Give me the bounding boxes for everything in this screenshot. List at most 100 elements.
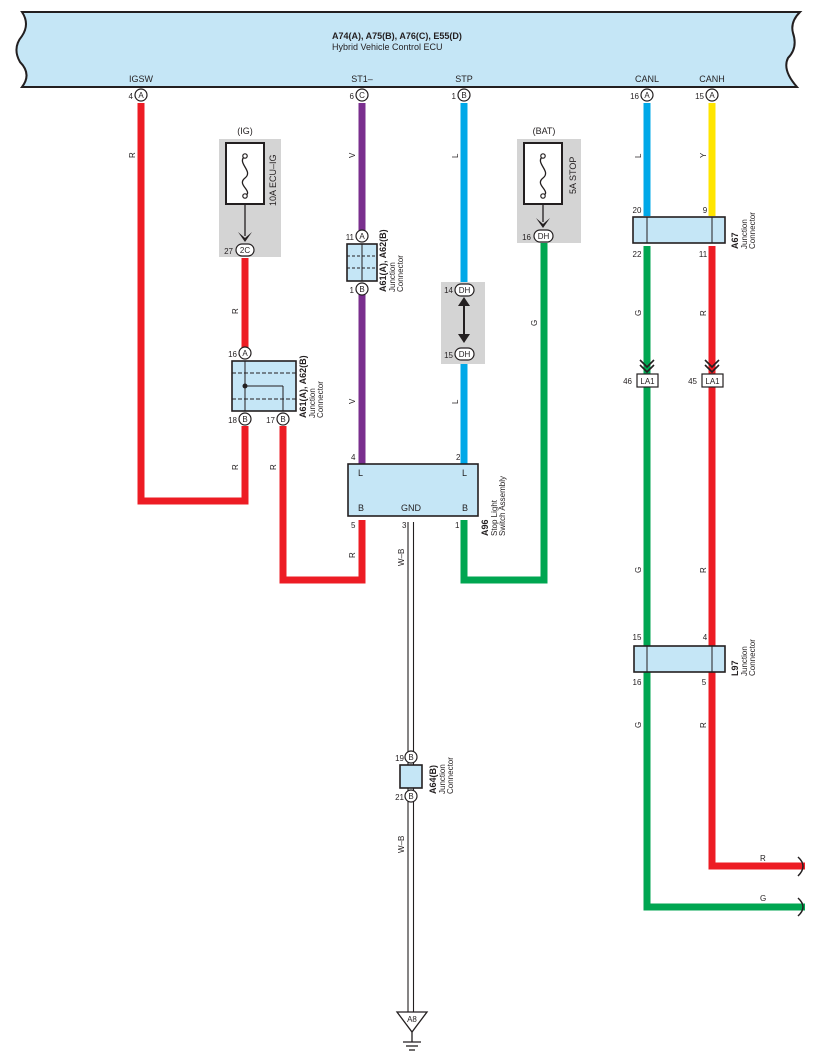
fuse-bat-label: 5A STOP — [568, 157, 578, 194]
svg-text:A96: A96 — [480, 519, 490, 536]
svg-text:Connector: Connector — [748, 212, 757, 249]
svg-text:2C: 2C — [240, 246, 250, 255]
wire-label-canl-green-3: G — [634, 722, 643, 728]
svg-text:A8: A8 — [407, 1015, 417, 1024]
svg-text:6: 6 — [350, 92, 355, 101]
junction-connector-a61-mid: 16 A 18 B 17 B A61(A), A62(B) Junction C… — [228, 346, 325, 426]
svg-text:GND: GND — [401, 503, 422, 513]
junction-connector-a64: 19 B 21 B A64(B) Junction Connector — [395, 750, 455, 803]
svg-text:Junction: Junction — [438, 764, 447, 794]
svg-text:STP: STP — [455, 74, 473, 84]
wire-a61-right — [279, 426, 366, 584]
svg-text:Switch Assembly: Switch Assembly — [498, 476, 507, 536]
wire-label-canh: Y — [699, 152, 708, 158]
svg-text:DH: DH — [459, 286, 471, 295]
svg-text:A67: A67 — [730, 232, 740, 249]
svg-text:A: A — [138, 91, 144, 100]
svg-text:Connector: Connector — [748, 639, 757, 676]
svg-text:22: 22 — [633, 250, 642, 259]
svg-text:Connector: Connector — [316, 381, 325, 418]
wire-label-canl: L — [634, 153, 643, 158]
wire-label-a61-to-switch: R — [348, 552, 357, 558]
svg-text:B: B — [280, 415, 285, 424]
svg-text:B: B — [461, 91, 466, 100]
fuse-ig-source: (IG) — [237, 126, 253, 136]
wire-label-canh-red-3: R — [699, 722, 708, 728]
svg-text:1: 1 — [452, 92, 457, 101]
svg-text:15: 15 — [444, 351, 453, 360]
svg-text:L97: L97 — [730, 660, 740, 676]
wire-label-gnd-2: W–B — [397, 836, 406, 853]
svg-text:16: 16 — [522, 233, 531, 242]
svg-text:Junction: Junction — [740, 219, 749, 249]
wire-igsw — [137, 103, 249, 505]
svg-text:A64(B): A64(B) — [428, 765, 438, 794]
ecu-connector-codes: A74(A), A75(B), A76(C), E55(D) — [332, 31, 462, 41]
junction-connector-a67: 20 9 22 11 A67 Junction Connector — [632, 206, 757, 259]
svg-text:A: A — [644, 91, 650, 100]
fuse-bat-arrow-icon — [536, 218, 550, 228]
svg-text:Connector: Connector — [396, 255, 405, 292]
svg-text:B: B — [462, 503, 468, 513]
fuse-icon — [523, 142, 563, 205]
svg-text:LA1: LA1 — [640, 377, 655, 386]
connector-la1-canl: 46 LA1 — [623, 359, 659, 388]
svg-text:4: 4 — [351, 453, 356, 462]
chevron-down-icon — [639, 359, 655, 374]
svg-text:4: 4 — [703, 633, 708, 642]
fuse-ig-label: 10A ECU–IG — [268, 154, 278, 206]
svg-text:Junction: Junction — [388, 262, 397, 292]
svg-text:Stop Light: Stop Light — [490, 499, 499, 536]
svg-text:A61(A), A62(B): A61(A), A62(B) — [378, 229, 388, 292]
svg-text:14: 14 — [444, 286, 453, 295]
svg-text:CANH: CANH — [699, 74, 725, 84]
svg-text:B: B — [408, 792, 413, 801]
wires — [137, 103, 805, 911]
svg-text:DH: DH — [459, 350, 471, 359]
ground-a8: A8 — [395, 1011, 429, 1051]
wire-label-exit-g: G — [760, 894, 766, 903]
ecu-name: Hybrid Vehicle Control ECU — [332, 42, 443, 52]
wire-label-ig-out: R — [231, 308, 240, 314]
svg-text:B: B — [242, 415, 247, 424]
fuse-stop: (BAT) 5A STOP 16 DH — [517, 126, 581, 243]
svg-text:11: 11 — [699, 250, 708, 259]
svg-text:L: L — [462, 468, 467, 478]
wire-end-hook-r — [797, 856, 804, 877]
svg-text:5: 5 — [351, 521, 356, 530]
svg-text:15: 15 — [695, 92, 704, 101]
stop-light-switch-a96: 4 2 L L B GND B 5 3 1 A96 Stop Light Swi… — [347, 453, 507, 536]
connector-la1-canh: 45 LA1 — [688, 359, 724, 388]
junction-connector-l97: 15 4 16 5 L97 Junction Connector — [633, 633, 757, 687]
wire-label-a61-right: R — [269, 464, 278, 470]
svg-text:Junction: Junction — [740, 646, 749, 676]
ground-triangle-icon — [395, 1011, 429, 1034]
svg-text:2: 2 — [456, 453, 461, 462]
splice-dh: 14 DH 15 DH — [441, 282, 485, 364]
ecu-terminal-stp: STP 1 B — [452, 74, 473, 102]
ground-icon — [403, 1041, 421, 1051]
fuse-ecu-ig: (IG) 10A ECU–IG 27 2C — [219, 126, 281, 257]
svg-text:20: 20 — [633, 206, 642, 215]
svg-text:A: A — [709, 91, 715, 100]
svg-text:21: 21 — [395, 793, 404, 802]
wire-canl-green — [643, 246, 805, 911]
svg-text:IGSW: IGSW — [129, 74, 154, 84]
svg-text:16: 16 — [630, 92, 639, 101]
svg-text:1: 1 — [350, 286, 355, 295]
svg-text:C: C — [359, 91, 365, 100]
wire-label-stp: L — [451, 153, 460, 158]
svg-text:45: 45 — [688, 377, 697, 386]
ecu-terminal-canl: CANL 16 A — [630, 74, 659, 102]
svg-text:B: B — [408, 753, 413, 762]
svg-text:16: 16 — [633, 678, 642, 687]
svg-text:18: 18 — [228, 416, 237, 425]
wire-end-hook-g — [797, 897, 804, 917]
svg-text:A61(A), A62(B): A61(A), A62(B) — [298, 355, 308, 418]
svg-text:LA1: LA1 — [705, 377, 720, 386]
svg-text:16: 16 — [228, 350, 237, 359]
wire-color-labels: R V L L Y R V L R R R G G R G R G R W–B … — [128, 152, 766, 903]
wire-label-st1-lower: V — [348, 398, 357, 404]
svg-text:1: 1 — [455, 521, 460, 530]
